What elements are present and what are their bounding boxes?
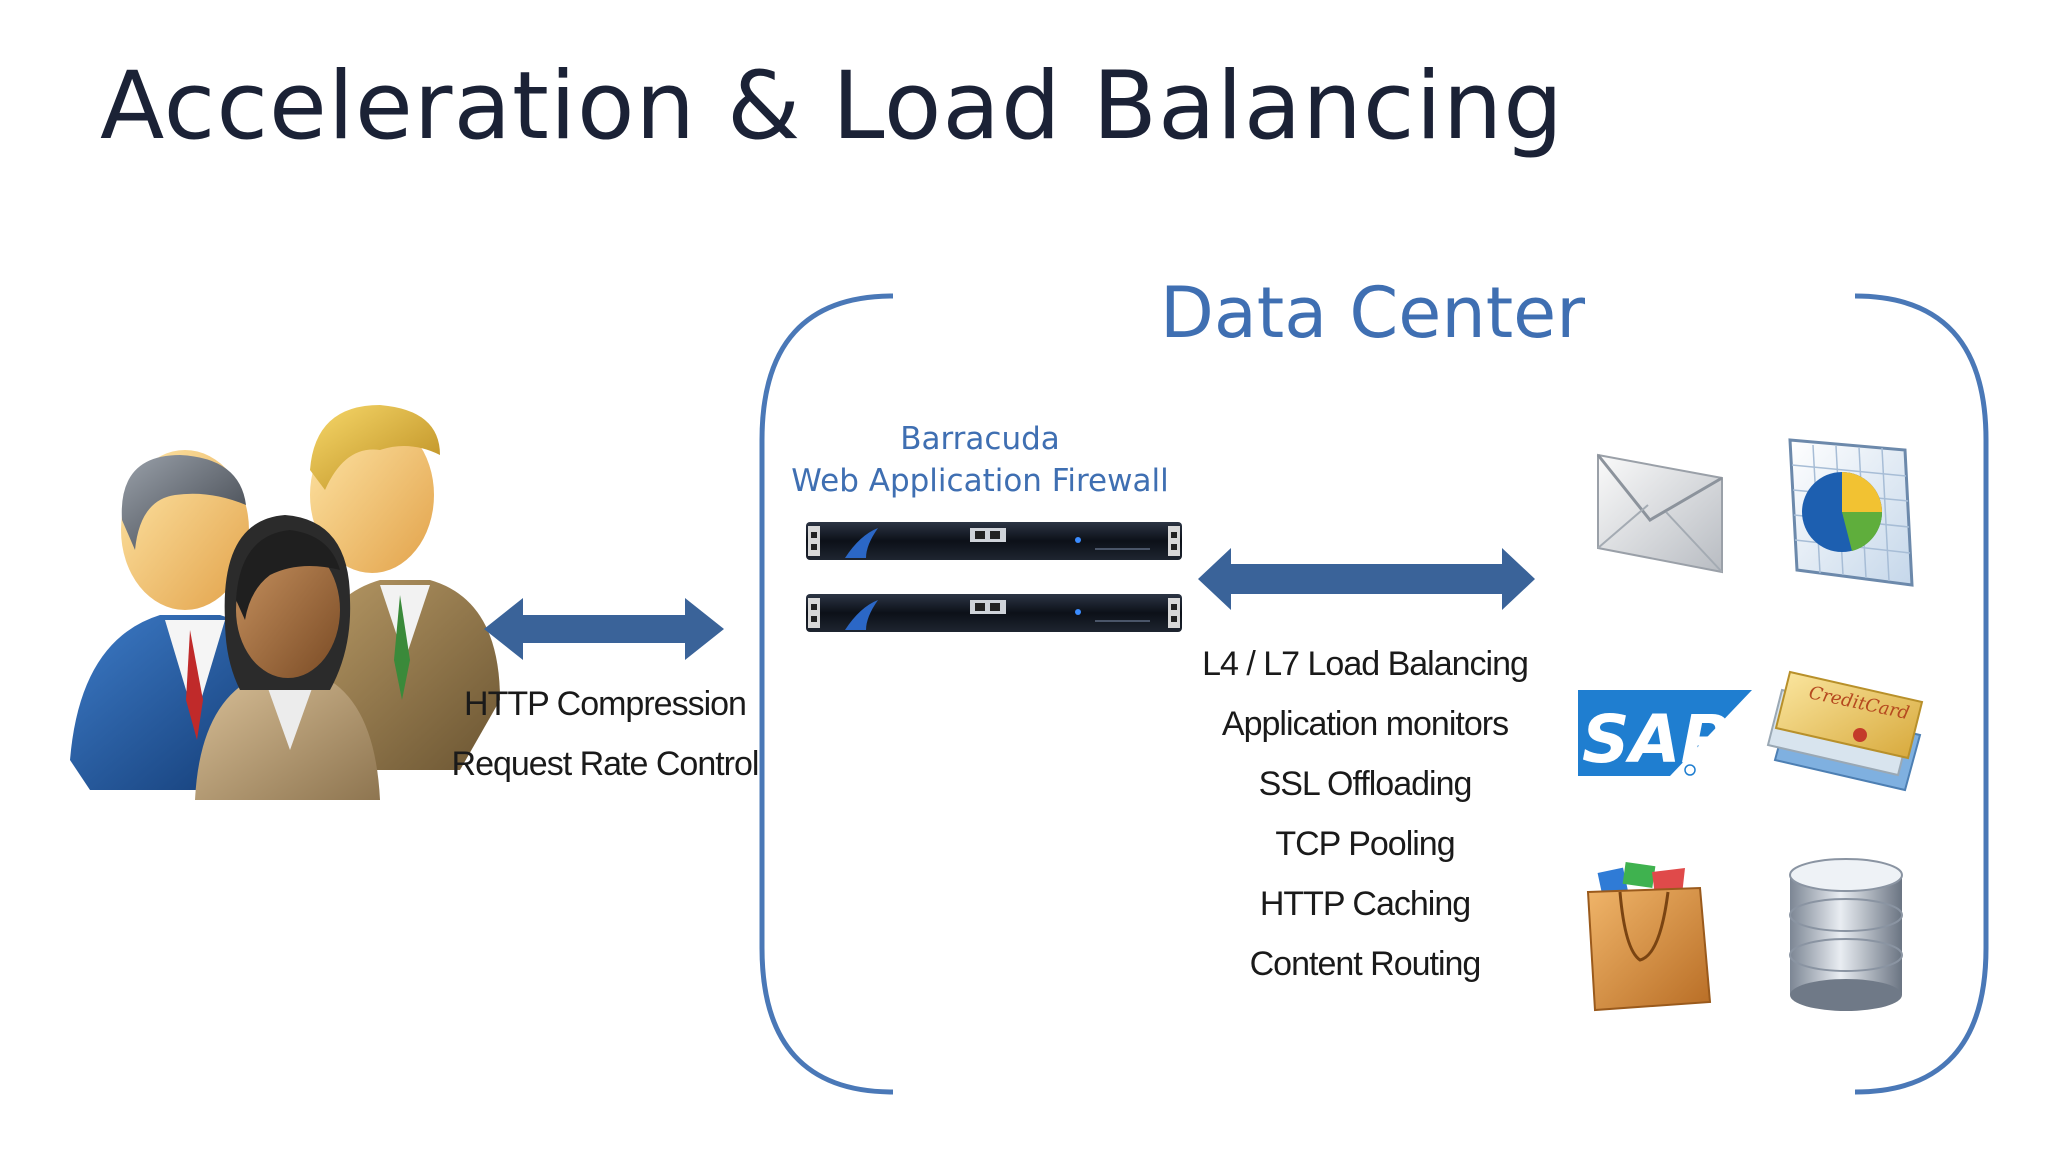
client-double-arrow	[484, 598, 724, 660]
shopping-bag-icon	[1586, 862, 1712, 1012]
data-center-feature-list: L4 / L7 Load Balancing Application monit…	[1160, 634, 1570, 994]
waf-label-line2: Web Application Firewall	[791, 463, 1169, 499]
dc-feature-item: TCP Pooling	[1275, 825, 1455, 863]
dc-feature-item: Content Routing	[1249, 945, 1482, 983]
waf-appliance-2	[806, 594, 1182, 632]
waf-appliance-1	[806, 522, 1182, 560]
server-double-arrow	[1198, 548, 1535, 610]
user-icon-woman	[195, 515, 380, 800]
slide-title: Acceleration & Load Balancing	[100, 52, 1564, 161]
client-feature-list: HTTP Compression Request Rate Control	[440, 674, 770, 794]
dc-feature-item: L4 / L7 Load Balancing	[1202, 645, 1529, 683]
email-icon	[1596, 453, 1723, 574]
waf-label: Barracuda Web Application Firewall	[780, 418, 1180, 502]
chart-report-icon	[1788, 438, 1914, 587]
dc-feature-item: HTTP Caching	[1259, 885, 1471, 923]
dc-feature-item: Application monitors	[1221, 705, 1509, 743]
users-group-icon	[70, 405, 500, 800]
dc-feature-item: SSL Offloading	[1258, 765, 1473, 803]
data-center-bracket-left	[759, 293, 894, 1095]
sap-logo-icon: SAP	[1578, 690, 1752, 778]
client-feature-item: HTTP Compression	[464, 685, 747, 723]
client-feature-item: Request Rate Control	[451, 745, 760, 783]
data-center-bracket-right	[1854, 293, 1989, 1095]
database-icon	[1789, 858, 1903, 1011]
svg-text:SAP: SAP	[1582, 701, 1729, 778]
waf-label-line1: Barracuda	[900, 421, 1060, 457]
credit-card-icon: CreditCard	[1766, 670, 1924, 792]
data-center-title: Data Center	[1160, 272, 1585, 354]
